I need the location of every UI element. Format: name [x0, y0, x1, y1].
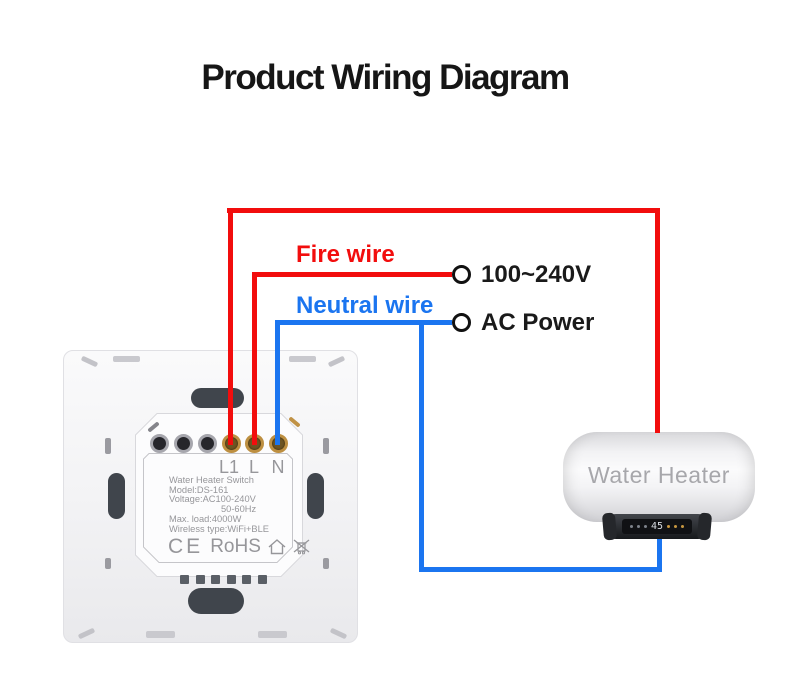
- fire-wire-segment-left: [228, 208, 233, 445]
- spec-line: Wireless type:WiFi+BLE: [169, 523, 269, 534]
- supply-voltage-label: 100~240V: [481, 261, 592, 288]
- terminal-label-n: N: [271, 457, 285, 477]
- temperature-display: 45: [622, 519, 692, 534]
- terminal-unused-2: [174, 434, 193, 453]
- indicator-dot-amber: [667, 525, 671, 528]
- vent-hole: [211, 575, 220, 584]
- vent-holes: [180, 575, 267, 584]
- terminal-unused-3: [198, 434, 217, 453]
- fire-wire-label: Fire wire: [296, 241, 395, 268]
- spec-line: Max. load:4000W: [169, 513, 242, 524]
- fire-wire-segment-l-terminal: [252, 272, 257, 445]
- neutral-wire-segment-bottom: [419, 567, 662, 572]
- vent-hole: [257, 575, 267, 584]
- side-slot: [105, 558, 111, 569]
- fire-wire-segment-to-heater: [655, 208, 660, 433]
- page-title: Product Wiring Diagram: [201, 58, 570, 97]
- terminal-label-l: L: [248, 457, 260, 477]
- screw-slot: [77, 627, 96, 640]
- supply-terminal-circle-neutral: [452, 313, 471, 332]
- vent-hole: [226, 575, 236, 584]
- neutral-wire-label: Neutral wire: [296, 292, 434, 319]
- indicator-dot-amber: [674, 525, 678, 528]
- neutral-wire-segment-down: [419, 320, 424, 572]
- side-slot: [323, 558, 329, 569]
- switch-module-body: [135, 413, 303, 577]
- side-slot: [105, 438, 111, 454]
- screw-slot: [327, 355, 346, 368]
- terminal-label-l1: L1: [218, 457, 240, 477]
- spec-line: 50-60Hz: [221, 504, 257, 515]
- water-heater-tank: Water Heater: [563, 432, 755, 522]
- fire-wire-segment-supply: [252, 272, 452, 277]
- ac-power-label: AC Power: [481, 309, 595, 336]
- temperature-value: 45: [650, 520, 664, 532]
- screw-slot: [329, 627, 348, 640]
- spec-line: Voltage:AC100-240V: [169, 494, 256, 505]
- spec-line: Model:DS-161: [169, 484, 229, 495]
- mounting-slot: [108, 473, 125, 519]
- indicator-dot-amber: [681, 525, 685, 528]
- mounting-slot: [191, 388, 244, 408]
- indicator-dot: [629, 525, 633, 528]
- fire-wire-segment-top: [227, 208, 660, 213]
- indicator-dot: [643, 525, 647, 528]
- certification-row: CE RoHS: [168, 535, 310, 559]
- ce-mark: CE: [168, 535, 204, 558]
- crossed-bin-icon: [293, 539, 310, 555]
- spec-line: Water Heater Switch: [169, 475, 254, 485]
- screw-slot: [80, 355, 99, 368]
- water-heater-label: Water Heater: [588, 461, 730, 488]
- side-slot: [323, 438, 329, 454]
- vent-hole: [195, 575, 205, 584]
- house-icon: [268, 539, 286, 555]
- neutral-wire-segment-n-terminal: [275, 320, 280, 445]
- switch-back-plate: L1 L N Water Heater Switch Model:DS-161 …: [63, 350, 358, 643]
- neutral-wire-segment-supply: [275, 320, 452, 325]
- mounting-slot: [188, 588, 244, 614]
- rohs-mark: RoHS: [210, 536, 261, 557]
- vent-hole: [180, 575, 189, 584]
- mounting-slot: [307, 473, 324, 519]
- terminal-unused-1: [150, 434, 169, 453]
- indicator-dot: [636, 525, 640, 528]
- clip-slot: [113, 356, 140, 362]
- clip-slot: [258, 631, 287, 638]
- clip-slot: [289, 356, 316, 362]
- clip-slot: [146, 631, 175, 638]
- supply-terminal-circle-live: [452, 265, 471, 284]
- neutral-wire-segment-to-heater: [657, 533, 662, 572]
- spec-text-block: Water Heater Switch Model:DS-161 Voltage…: [169, 475, 299, 534]
- heater-control-panel: 45: [607, 514, 707, 539]
- vent-hole: [242, 575, 251, 584]
- spec-box-outline: [143, 453, 293, 563]
